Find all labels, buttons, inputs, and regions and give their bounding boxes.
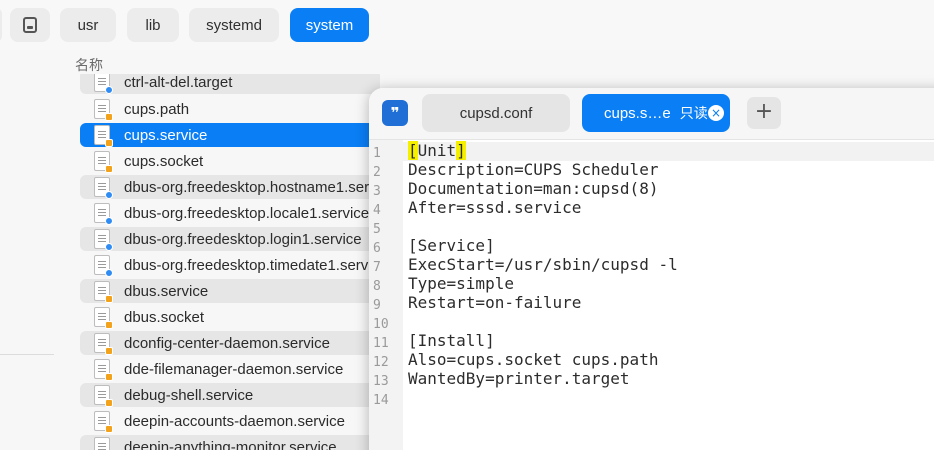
code-line[interactable]: After=sssd.service	[408, 198, 582, 217]
code-line-1[interactable]: [Unit]	[408, 141, 466, 160]
tab-cupsd-conf[interactable]: cupsd.conf	[422, 94, 570, 132]
file-icon	[94, 385, 113, 407]
line-number: 2	[373, 165, 381, 180]
file-name: deepin-anything-monitor.service	[124, 438, 337, 450]
text-editor-window: ❞ cupsd.conf cups.s…e 只读 × + 1 2 3 4 5 6…	[369, 88, 934, 450]
file-row[interactable]: deepin-anything-monitor.service	[80, 435, 380, 450]
close-icon[interactable]: ×	[708, 105, 724, 121]
tab-label: cups.s…e	[604, 104, 671, 122]
file-row[interactable]: dde-filemanager-daemon.service	[80, 357, 380, 381]
file-icon	[94, 333, 113, 355]
line-number: 14	[373, 393, 389, 408]
file-row-selected[interactable]: cups.service	[80, 123, 380, 147]
line-number-gutter: 1 2 3 4 5 6 7 8 9 10 11 12 13 14	[369, 140, 403, 450]
current-line-highlight	[403, 142, 934, 161]
code-line[interactable]: ExecStart=/usr/sbin/cupsd -l	[408, 255, 678, 274]
file-name: dbus-org.freedesktop.login1.service	[124, 230, 362, 248]
add-tab-button[interactable]: +	[747, 97, 781, 129]
file-row[interactable]: cups.path	[80, 97, 380, 121]
code-line[interactable]: Description=CUPS Scheduler	[408, 160, 659, 179]
code-line[interactable]: Type=simple	[408, 274, 514, 293]
file-row[interactable]: deepin-accounts-daemon.service	[80, 409, 380, 433]
file-icon	[94, 255, 113, 277]
file-name: dbus-org.freedesktop.hostname1.service	[124, 178, 380, 196]
file-row[interactable]: dbus-org.freedesktop.hostname1.service	[80, 175, 380, 199]
file-name: deepin-accounts-daemon.service	[124, 412, 345, 430]
file-name: dconfig-center-daemon.service	[124, 334, 330, 352]
file-manager-toolbar: usr lib systemd system	[0, 0, 934, 50]
file-row[interactable]: cups.socket	[80, 149, 380, 173]
file-icon	[94, 359, 113, 381]
drive-icon	[23, 17, 37, 33]
code-line[interactable]: Documentation=man:cupsd(8)	[408, 179, 659, 198]
file-row[interactable]: dbus.service	[80, 279, 380, 303]
breadcrumb-systemd[interactable]: systemd	[189, 8, 279, 42]
name-column-header[interactable]: 名称	[75, 58, 103, 74]
file-row[interactable]: dbus-org.freedesktop.locale1.service	[80, 201, 380, 225]
line-number: 7	[373, 260, 381, 275]
file-name: dbus-org.freedesktop.locale1.service	[124, 204, 370, 222]
file-row[interactable]: dbus.socket	[80, 305, 380, 329]
line-number: 6	[373, 241, 381, 256]
bracket-highlight: ]	[456, 141, 466, 160]
line-number: 13	[373, 374, 389, 389]
bracket-highlight: [	[408, 141, 418, 160]
tab-cups-service[interactable]: cups.s…e 只读 ×	[582, 94, 730, 132]
file-name: dde-filemanager-daemon.service	[124, 360, 344, 378]
code-line[interactable]: [Service]	[408, 236, 495, 255]
file-name: dbus.service	[124, 282, 209, 300]
file-row[interactable]: dbus-org.freedesktop.timedate1.service	[80, 253, 380, 277]
line-number: 10	[373, 317, 389, 332]
text-editor-icon: ❞	[382, 100, 408, 126]
code-line[interactable]: WantedBy=printer.target	[408, 369, 630, 388]
sidebar-divider	[0, 354, 54, 355]
file-icon	[94, 229, 113, 251]
file-name: cups.service	[124, 126, 208, 144]
code-token: Unit	[417, 141, 457, 160]
breadcrumb-system[interactable]: system	[290, 8, 369, 42]
file-name: cups.socket	[124, 152, 204, 170]
sidebar	[0, 50, 56, 450]
breadcrumb-root-drive[interactable]	[10, 8, 50, 42]
file-name: ctrl-alt-del.target	[124, 74, 233, 91]
file-name: debug-shell.service	[124, 386, 254, 404]
file-row[interactable]: dbus-org.freedesktop.login1.service	[80, 227, 380, 251]
file-row[interactable]: debug-shell.service	[80, 383, 380, 407]
file-icon	[94, 99, 113, 121]
code-line[interactable]: Restart=on-failure	[408, 293, 582, 312]
code-line[interactable]: [Install]	[408, 331, 495, 350]
file-name: dbus-org.freedesktop.timedate1.service	[124, 256, 380, 274]
line-number: 4	[373, 203, 381, 218]
line-number: 5	[373, 222, 381, 237]
file-icon	[94, 281, 113, 303]
file-icon	[94, 151, 113, 173]
line-number: 1	[373, 146, 381, 161]
file-icon	[94, 125, 113, 147]
file-icon	[94, 74, 113, 94]
file-row[interactable]: ctrl-alt-del.target	[80, 74, 380, 94]
read-only-badge: 只读	[679, 106, 708, 122]
file-row[interactable]: dconfig-center-daemon.service	[80, 331, 380, 355]
line-number: 12	[373, 355, 389, 370]
file-name: cups.path	[124, 100, 190, 118]
line-number: 8	[373, 279, 381, 294]
file-icon	[94, 411, 113, 433]
file-icon	[94, 437, 110, 450]
file-icon	[94, 203, 113, 225]
tab-label: cupsd.conf	[459, 104, 533, 122]
file-icon	[94, 307, 113, 329]
breadcrumb-back-partial[interactable]	[0, 8, 2, 42]
breadcrumb-lib[interactable]: lib	[127, 8, 179, 42]
line-number: 11	[373, 336, 389, 351]
file-list: ctrl-alt-del.target cups.path cups.servi…	[80, 74, 380, 450]
file-name: dbus.socket	[124, 308, 205, 326]
editor-titlebar: ❞ cupsd.conf cups.s…e 只读 × +	[369, 88, 934, 140]
line-number: 3	[373, 184, 381, 199]
file-icon	[94, 177, 113, 199]
code-line[interactable]: Also=cups.socket cups.path	[408, 350, 659, 369]
line-number: 9	[373, 298, 381, 313]
breadcrumb-usr[interactable]: usr	[60, 8, 116, 42]
